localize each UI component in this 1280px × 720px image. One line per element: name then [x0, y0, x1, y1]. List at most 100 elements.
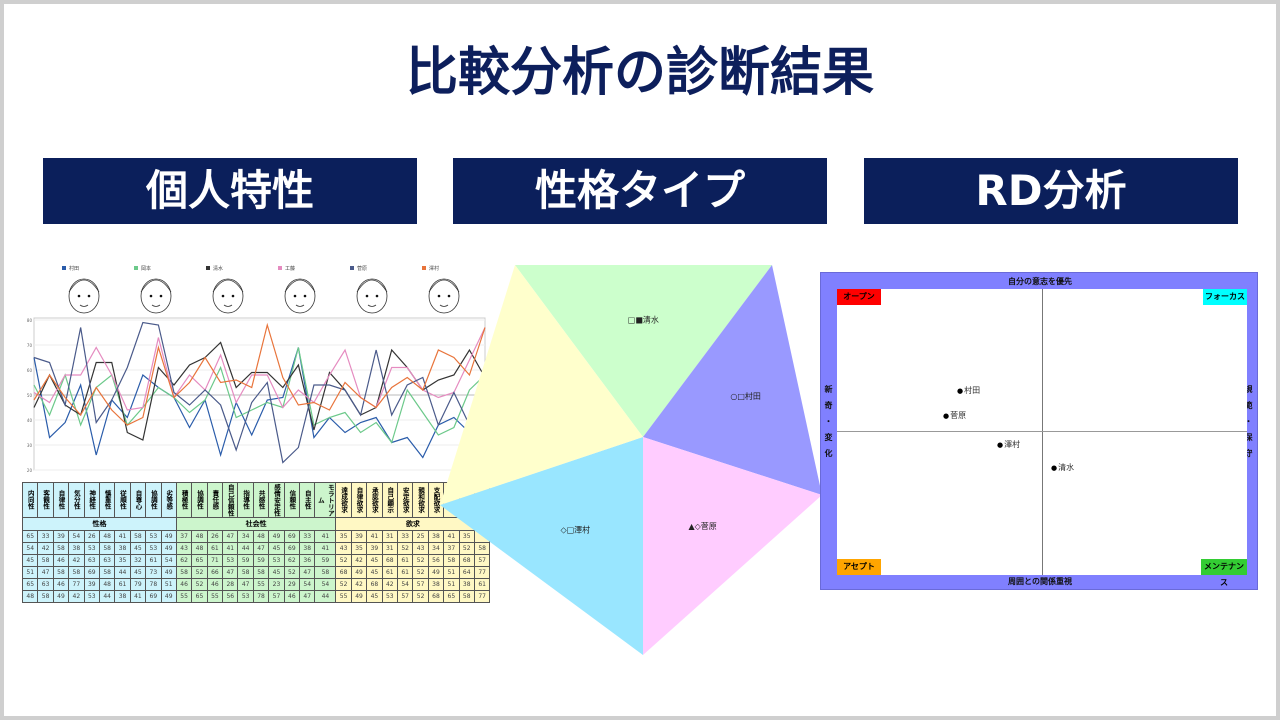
table-cell: 55: [206, 590, 224, 603]
legend-label: 工藤: [285, 265, 295, 272]
table-cell: 58: [129, 530, 147, 543]
table-cell: 69: [83, 566, 100, 579]
eye: [375, 294, 379, 298]
table-cell: 41: [222, 542, 239, 555]
hair: [428, 279, 460, 293]
hair: [212, 279, 244, 293]
hair: [356, 279, 388, 293]
rd-bottom-axis-label: 周囲との関係重視: [1008, 577, 1072, 586]
table-cell: 46: [175, 578, 193, 591]
table-cell: 38: [427, 530, 445, 543]
series-line-菅原: [33, 321, 486, 464]
legend-swatch: [350, 266, 354, 270]
rd-point-sugawara: 菅原: [943, 410, 966, 421]
table-cell: 62: [283, 554, 301, 567]
table-cell: 61: [473, 578, 491, 591]
table-cell: 31: [381, 530, 398, 543]
table-cell: 33: [37, 530, 54, 543]
rd-plot-area: オープン フォーカス アセプト メンテナンス 村田 菅原 澤村 清水: [837, 289, 1247, 587]
table-cell: 25: [412, 530, 429, 543]
table-cell: 52: [191, 578, 208, 591]
y-tick-label: 50: [27, 393, 33, 398]
eye: [77, 294, 81, 298]
table-cell: 57: [268, 590, 285, 603]
table-cell: 78: [252, 590, 270, 603]
column-header: 従順性: [114, 482, 131, 518]
table-cell: 35: [350, 542, 368, 555]
table-cell: 44: [114, 566, 131, 579]
table-cell: 54: [160, 554, 177, 567]
table-cell: 47: [222, 530, 239, 543]
table-cell: 77: [473, 590, 491, 603]
table-cell: 45: [21, 554, 39, 567]
table-cell: 52: [412, 566, 429, 579]
legend-swatch: [206, 266, 210, 270]
table-cell: 69: [283, 542, 301, 555]
face-outline: [284, 278, 316, 314]
column-header: 指導性: [237, 482, 254, 518]
table-cell: 51: [160, 578, 177, 591]
table-cell: 43: [412, 542, 429, 555]
header-personality-type: 性格タイプ: [453, 158, 827, 224]
column-header: 協調性: [145, 482, 162, 518]
y-tick-label: 30: [27, 443, 33, 448]
table-cell: 68: [335, 566, 352, 579]
table-cell: 68: [366, 578, 383, 591]
column-header: 感情安定性: [268, 482, 285, 518]
table-cell: 47: [252, 542, 270, 555]
table-cell: 39: [350, 530, 368, 543]
legend-swatch: [62, 266, 66, 270]
y-tick-label: 80: [27, 318, 33, 323]
table-cell: 61: [114, 578, 131, 591]
column-header: 支配欲求: [427, 482, 445, 518]
table-cell: 51: [443, 566, 460, 579]
table-cell: 48: [191, 530, 208, 543]
table-cell: 34: [427, 542, 445, 555]
table-cell: 57: [396, 590, 414, 603]
quadrant-focus: フォーカス: [1203, 289, 1247, 305]
legend-label: 菅原: [357, 265, 367, 272]
table-cell: 61: [206, 542, 224, 555]
table-cell: 45: [366, 590, 383, 603]
column-header: 客観性: [37, 482, 54, 518]
table-cell: 38: [299, 542, 316, 555]
table-cell: 33: [396, 530, 414, 543]
column-header: 承認欲求: [366, 482, 383, 518]
table-cell: 45: [268, 566, 285, 579]
table-cell: 68: [427, 590, 445, 603]
table-cell: 58: [473, 542, 491, 555]
pentagon-chart: □■清水○□村田▲◇菅原◇□澤村: [440, 265, 822, 655]
column-header: モラトリアム: [314, 482, 337, 518]
table-cell: 36: [299, 554, 316, 567]
table-cell: 52: [412, 590, 429, 603]
table-cell: 23: [268, 578, 285, 591]
eye: [303, 294, 307, 298]
table-cell: 42: [350, 554, 368, 567]
table-cell: 58: [237, 566, 254, 579]
table-cell: 55: [175, 590, 193, 603]
rd-right-axis-label: 規範・保守: [1244, 385, 1253, 465]
legend-label: 村田: [69, 265, 79, 272]
table-cell: 49: [350, 566, 368, 579]
table-header-row: 内向性客観性自律性気分性神経性慎重性従順性自尊心協調性劣等感積極性協調性責任感自…: [21, 482, 491, 518]
table-cell: 53: [145, 542, 162, 555]
table-cell: 61: [396, 554, 414, 567]
table-cell: 42: [68, 554, 85, 567]
table-cell: 58: [52, 566, 70, 579]
table-cell: 35: [114, 554, 131, 567]
series-line-工藤: [33, 327, 486, 411]
table-cell: 46: [52, 578, 70, 591]
table-cell: 64: [458, 566, 475, 579]
legend-swatch: [134, 266, 138, 270]
column-header: 親和欲求: [412, 482, 429, 518]
eye: [365, 294, 369, 298]
table-cell: 48: [98, 530, 116, 543]
table-cell: 69: [283, 530, 301, 543]
table-cell: 41: [314, 530, 337, 543]
table-cell: 65: [21, 530, 39, 543]
eye: [159, 294, 163, 298]
table-cell: 49: [160, 542, 177, 555]
